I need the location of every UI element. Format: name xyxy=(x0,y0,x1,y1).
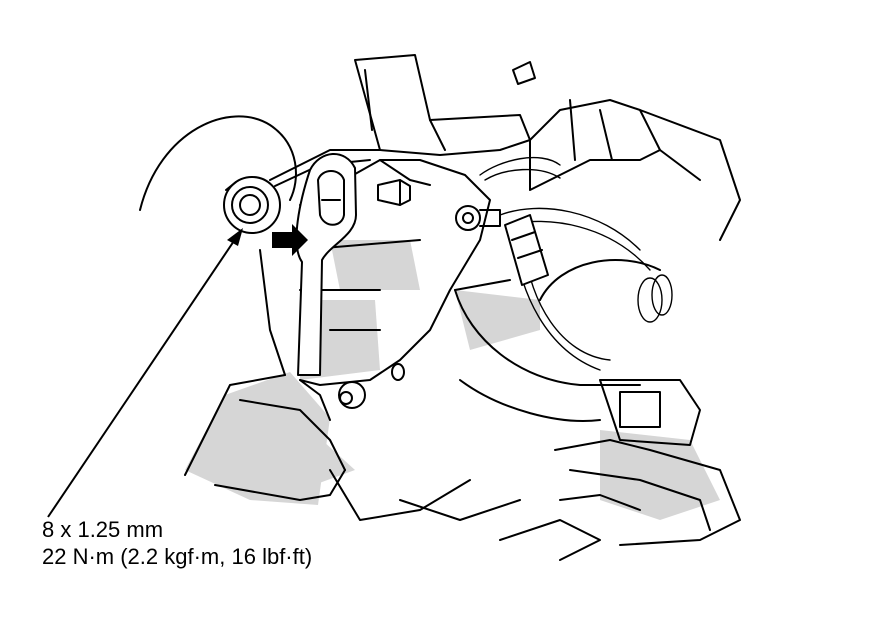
shaded-regions xyxy=(185,240,720,520)
fastener-size-label: 8 x 1.25 mm xyxy=(42,517,164,542)
torque-callout: 8 x 1.25 mm 22 N·m (2.2 kgf·m, 16 lbf·ft… xyxy=(42,516,312,570)
plate-hole xyxy=(391,363,405,381)
lower-right-bracket xyxy=(499,379,741,561)
lower-base xyxy=(184,249,521,521)
wiring-harness xyxy=(479,157,673,371)
torque-spec-label: 22 N·m (2.2 kgf·m, 16 lbf·ft) xyxy=(42,544,313,569)
body-panel-outline xyxy=(139,115,297,211)
callout-leader-line xyxy=(47,231,241,518)
direction-arrow xyxy=(272,224,308,256)
center-bolt xyxy=(455,205,501,231)
flange-nut xyxy=(223,176,281,234)
right-bracket xyxy=(529,99,741,241)
lower-bolt xyxy=(338,381,366,409)
callout-arrowhead xyxy=(227,228,243,246)
round-housing xyxy=(454,259,661,422)
upper-stud xyxy=(377,179,411,206)
pedal-arm xyxy=(295,153,357,376)
